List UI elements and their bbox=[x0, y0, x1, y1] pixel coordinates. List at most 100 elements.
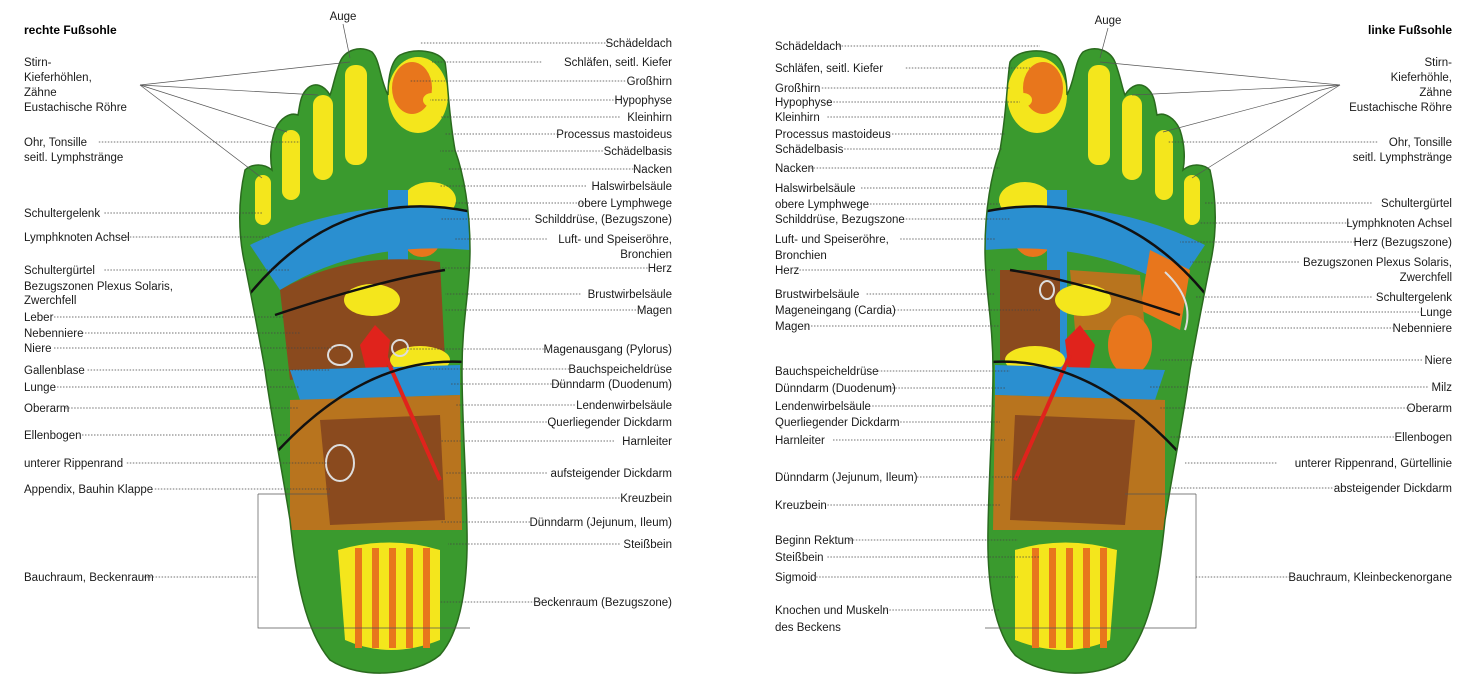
right-foot-right-labels-item: Dünndarm (Duodenum) bbox=[551, 379, 672, 391]
left-foot-left-labels-item: des Beckens bbox=[775, 622, 841, 634]
big-toe-cerebrum-zone bbox=[1023, 62, 1063, 114]
right-foot-right-labels-item: Halswirbelsäule bbox=[591, 181, 672, 193]
right-foot-left-labels-item: Bauchraum, Beckenraum bbox=[24, 572, 154, 584]
right-foot-right-labels-item: Brustwirbelsäule bbox=[588, 289, 672, 301]
solar-plexus-zone bbox=[1055, 284, 1111, 316]
left-foot-left-labels-item: Beginn Rektum bbox=[775, 535, 854, 547]
right-foot-left-labels-item: Lunge bbox=[24, 382, 56, 394]
left-foot-right-labels-item: Schultergelenk bbox=[1376, 292, 1452, 304]
right-foot-left-labels-item: Stirn- bbox=[24, 57, 52, 69]
left-foot-right-labels-item: Nebenniere bbox=[1393, 323, 1452, 335]
left-foot-right-labels-item: Eustachische Röhre bbox=[1349, 102, 1452, 114]
pituitary-zone bbox=[1014, 93, 1032, 107]
transverse-colon-zone bbox=[995, 365, 1165, 400]
left-foot-right-labels-item: Lunge bbox=[1420, 307, 1452, 319]
left-foot-right-labels-item: Schultergürtel bbox=[1381, 198, 1452, 210]
left-foot-left-labels-item: Bauchspeicheldrüse bbox=[775, 366, 879, 378]
right-foot-right-labels-item: Dünndarm (Jejunum, Ileum) bbox=[529, 517, 672, 529]
left-foot-right-labels-item: absteigender Dickdarm bbox=[1334, 483, 1452, 495]
right-foot-left-labels-item: Leber bbox=[24, 312, 54, 324]
left-foot-left-labels-item: Magen bbox=[775, 321, 810, 333]
left-foot-right-labels-item: Herz (Bezugszone) bbox=[1354, 237, 1453, 249]
solar-plexus-zone bbox=[344, 284, 400, 316]
right-foot-right-labels-item: Schilddrüse, (Bezugszone) bbox=[535, 214, 673, 226]
transverse-colon-zone bbox=[290, 365, 460, 400]
right-foot-left-labels-item: Schultergürtel bbox=[24, 265, 95, 277]
right-foot-left-labels-item: seitl. Lymphstränge bbox=[24, 152, 123, 164]
right-foot-left-labels-item: Lymphknoten Achsel bbox=[24, 232, 130, 244]
left-foot-right-labels-item: Zähne bbox=[1419, 87, 1452, 99]
eye-label-left-foot: Auge bbox=[1095, 15, 1122, 27]
left-foot-right-labels-item: Milz bbox=[1432, 382, 1453, 394]
left-foot-left-labels-item: Dünndarm (Jejunum, Ileum) bbox=[775, 472, 918, 484]
left-foot-left-labels-item: Kleinhirn bbox=[775, 112, 820, 124]
sinus-leader-line bbox=[140, 62, 350, 85]
left-foot-right-labels-item: Kieferhöhle, bbox=[1391, 72, 1452, 84]
left-foot-left-labels-item: Schilddrüse, Bezugszone bbox=[775, 214, 905, 226]
right-foot-left-labels-item: Schultergelenk bbox=[24, 208, 100, 220]
left-foot-left-labels-item: Herz bbox=[775, 265, 800, 277]
left-foot-left-labels-item: Kreuzbein bbox=[775, 500, 827, 512]
left-sole-title: linke Fußsohle bbox=[1368, 23, 1452, 37]
right-foot-right-labels-item: Steißbein bbox=[623, 539, 672, 551]
left-foot-left-labels-item: Lendenwirbelsäule bbox=[775, 401, 871, 413]
spleen-zone bbox=[1108, 315, 1152, 375]
left-foot-right-labels-item: Bauchraum, Kleinbeckenorgane bbox=[1288, 572, 1452, 584]
right-sole-title: rechte Fußsohle bbox=[24, 23, 117, 37]
right-foot-right-labels-item: Hypophyse bbox=[614, 95, 672, 107]
right-foot-right-labels-item: Beckenraum (Bezugszone) bbox=[533, 597, 672, 609]
right-foot-left-labels-item: Zähne bbox=[24, 87, 57, 99]
left-foot-right-labels-item: unterer Rippenrand, Gürtellinie bbox=[1295, 458, 1452, 470]
sinus-leader-line bbox=[1100, 62, 1340, 85]
toe-5-zone bbox=[255, 175, 271, 225]
right-foot-right-labels-item: Schläfen, seitl. Kiefer bbox=[564, 57, 672, 69]
right-foot-left-labels-item: Zwerchfell bbox=[24, 295, 76, 307]
right-foot-right-labels-item: Nacken bbox=[633, 164, 672, 176]
right-foot-left-labels-item: Oberarm bbox=[24, 403, 69, 415]
toe-4-zone bbox=[1155, 130, 1173, 200]
eye-label-right-foot: Auge bbox=[330, 11, 357, 23]
left-foot-right-labels-item: seitl. Lymphstränge bbox=[1353, 152, 1452, 164]
toe-3-zone bbox=[1122, 95, 1142, 180]
right-foot-right-labels-item: Magen bbox=[637, 305, 672, 317]
toe-5-zone bbox=[1184, 175, 1200, 225]
left-foot-left-labels-item: Schädeldach bbox=[775, 41, 842, 53]
big-toe-cerebrum-zone bbox=[392, 62, 432, 114]
right-foot-right-labels-item: Herz bbox=[648, 263, 673, 275]
left-foot-left-labels-item: Processus mastoideus bbox=[775, 129, 891, 141]
right-foot-left-labels-item: Eustachische Röhre bbox=[24, 102, 127, 114]
right-foot-left-labels-item: Ohr, Tonsille bbox=[24, 137, 87, 149]
right-foot-right-labels-item: Processus mastoideus bbox=[556, 129, 672, 141]
right-foot-right-labels-item: Magenausgang (Pylorus) bbox=[544, 344, 673, 356]
left-foot-left-labels-item: Sigmoid bbox=[775, 572, 817, 584]
sinus-leader-line bbox=[1192, 85, 1340, 178]
right-foot-left-labels-item: Nebenniere bbox=[24, 328, 83, 340]
left-foot-left-labels-item: Steißbein bbox=[775, 552, 824, 564]
left-foot-left-labels-item: Halswirbelsäule bbox=[775, 183, 856, 195]
left-foot-right-labels-item: Lymphknoten Achsel bbox=[1346, 218, 1452, 230]
left-foot-sole bbox=[970, 40, 1225, 677]
right-foot-sole bbox=[230, 40, 485, 677]
toe-3-zone bbox=[313, 95, 333, 180]
left-foot-left-labels-item: Großhirn bbox=[775, 83, 820, 95]
right-foot-right-labels-item: Schädeldach bbox=[606, 38, 673, 50]
toe-2-zone bbox=[1088, 65, 1110, 165]
right-foot-right-labels-item: Harnleiter bbox=[622, 436, 672, 448]
right-foot-right-labels-item: Bauchspeicheldrüse bbox=[568, 364, 672, 376]
small-intestine-zone bbox=[1010, 415, 1135, 525]
left-foot-left-labels-item: Querliegender Dickdarm bbox=[775, 417, 900, 429]
left-foot-left-labels-item: Luft- und Speiseröhre, bbox=[775, 234, 889, 246]
left-foot-right-labels-item: Niere bbox=[1425, 355, 1452, 367]
right-foot-right-labels-item: Kreuzbein bbox=[620, 493, 672, 505]
right-foot-right-labels-item: Luft- und Speiseröhre, bbox=[558, 234, 672, 246]
left-foot-left-labels-item: Dünndarm (Duodenum) bbox=[775, 383, 896, 395]
right-foot-right-labels-item: obere Lymphwege bbox=[578, 198, 672, 210]
right-foot-left-labels-item: Ellenbogen bbox=[24, 430, 82, 442]
right-foot-right-labels-item: Kleinhirn bbox=[627, 112, 672, 124]
sinus-leader-line bbox=[140, 85, 262, 178]
left-foot-left-labels-item: Nacken bbox=[775, 163, 814, 175]
toe-2-zone bbox=[345, 65, 367, 165]
toe-4-zone bbox=[282, 130, 300, 200]
left-foot-right-labels-item: Zwerchfell bbox=[1400, 272, 1452, 284]
